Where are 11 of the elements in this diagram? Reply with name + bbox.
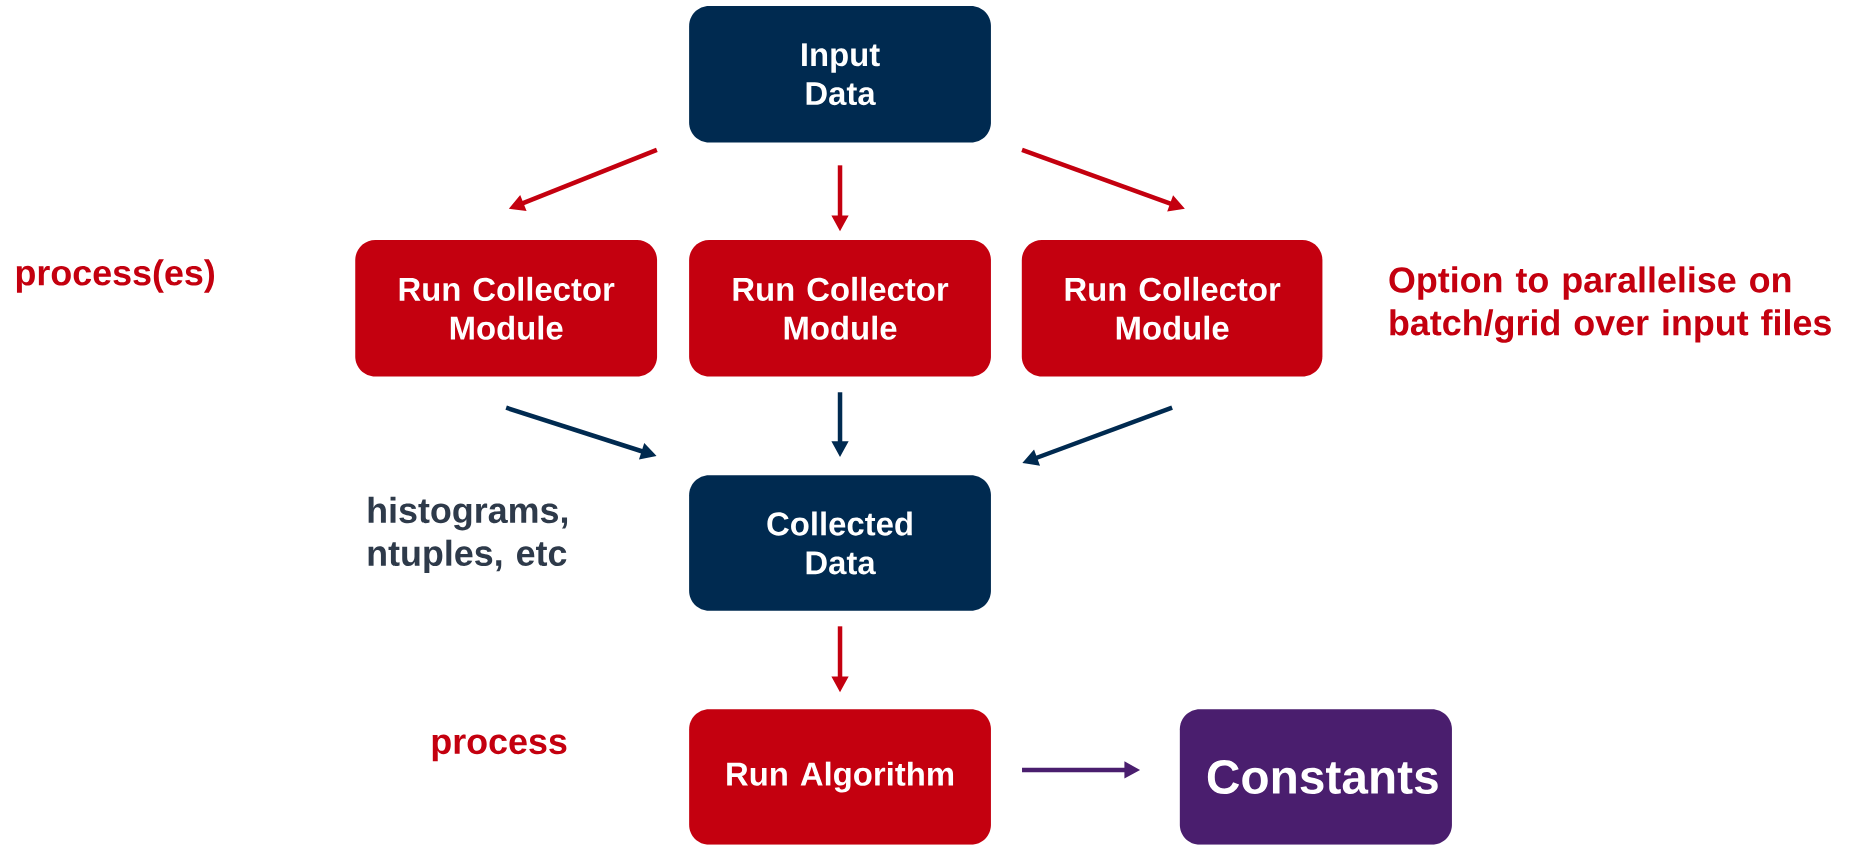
process-box: Constants bbox=[1179, 709, 1452, 845]
process-box: Input Data bbox=[689, 6, 991, 143]
process-box: Run Collector Module bbox=[689, 240, 991, 377]
process-box: Run Collector Module bbox=[355, 240, 658, 377]
note-text: process bbox=[432, 734, 567, 762]
process-box: Collected Data bbox=[689, 475, 991, 611]
process-box: Run Collector Module bbox=[1021, 240, 1323, 377]
process-box: Run Algorithm bbox=[689, 709, 991, 845]
note-text: histograms, ntuples, etc bbox=[368, 496, 568, 574]
note-text: process(es) bbox=[16, 259, 214, 293]
note-text: Option to parallelise on batch/grid over input files bbox=[1389, 266, 1831, 343]
